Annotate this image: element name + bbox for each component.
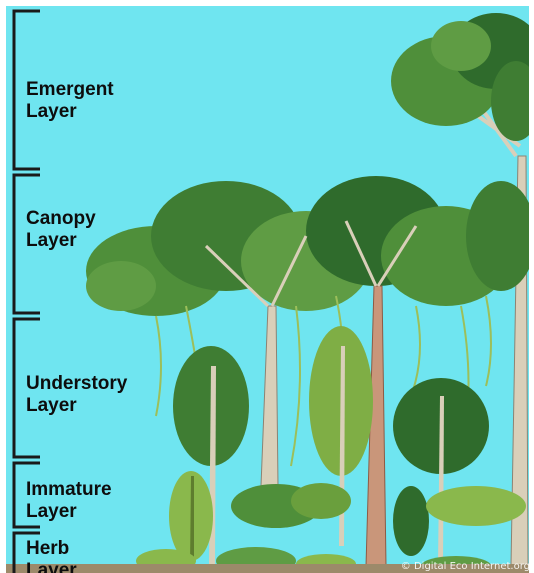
copyright-credit: © Digital Eco Internet.org bbox=[401, 561, 530, 572]
